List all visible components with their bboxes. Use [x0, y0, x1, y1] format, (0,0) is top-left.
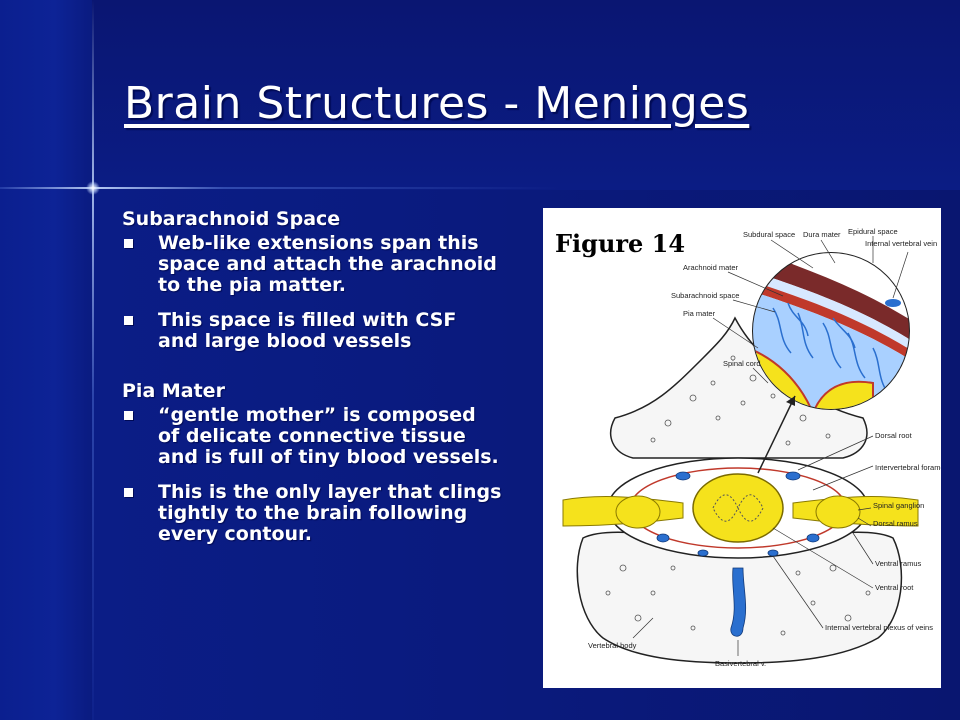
bullet-text: “gentle mother” is composed of delicate … [158, 404, 499, 468]
label-dura-mater: Dura mater [803, 230, 841, 239]
vertebral-veins [656, 471, 820, 637]
slide-body: Subarachnoid Space Web-like extensions s… [122, 208, 502, 559]
label-spinal-cord: Spinal cord [723, 359, 761, 368]
section-heading-subarachnoid: Subarachnoid Space [122, 208, 341, 230]
bullet-item: “gentle mother” is composed of delicate … [122, 405, 502, 468]
left-ganglion [615, 495, 661, 529]
square-bullet-icon [124, 316, 133, 325]
sparkle-icon [86, 181, 100, 195]
vertical-glow-line [92, 0, 94, 720]
bullet-list-pia-mater: “gentle mother” is composed of delicate … [122, 405, 502, 545]
bullet-list-subarachnoid: Web-like extensions span this space and … [122, 233, 502, 352]
square-bullet-icon [124, 239, 133, 248]
bullet-item: This is the only layer that clings tight… [122, 482, 502, 545]
top-accent-band [92, 0, 960, 190]
left-accent-band [0, 0, 92, 720]
label-arachnoid-mater: Arachnoid mater [683, 263, 739, 272]
spine-illustration: Figure 14 [555, 227, 949, 668]
square-bullet-icon [124, 411, 133, 420]
label-subarachnoid-space: Subarachnoid space [671, 291, 739, 300]
label-vertebral-body: Vertebral body [588, 641, 637, 650]
figure-caption: Figure 14 [555, 229, 685, 258]
grey-matter [712, 494, 764, 522]
bullet-item: This space is filled with CSF and large … [122, 310, 502, 352]
label-internal-vertebral-plexus: Internal vertebral plexus of veins [825, 623, 933, 632]
arrowhead-icon [786, 396, 795, 406]
section-heading-pia-mater: Pia Mater [122, 380, 225, 402]
label-basivertebral-v: Basivertebral v. [715, 659, 766, 668]
magnify-arrow [757, 395, 796, 474]
label-intervertebral-foramen: Intervertebral foramen [875, 463, 941, 472]
leader-lines [632, 236, 909, 656]
label-internal-vertebral-vein: Internal vertebral vein [865, 239, 937, 248]
bullet-text: This is the only layer that clings tight… [158, 481, 502, 545]
slide-title: Brain Structures - Meninges [124, 78, 750, 129]
label-pia-mater: Pia mater [683, 309, 716, 318]
bullet-text: Web-like extensions span this space and … [158, 232, 497, 296]
label-dorsal-root: Dorsal root [875, 431, 913, 440]
square-bullet-icon [124, 488, 133, 497]
label-subdural-space: Subdural space [743, 230, 795, 239]
anatomy-figure: Figure 14 [543, 208, 949, 688]
label-spinal-ganglion: Spinal ganglion [873, 501, 924, 510]
figure-labels: Subdural space Dura mater Epidural space… [588, 227, 949, 668]
bullet-text: This space is filled with CSF and large … [158, 309, 457, 352]
right-ganglion [815, 495, 861, 529]
bone-texture [650, 355, 831, 446]
dura-layer-band [753, 253, 909, 348]
label-epidural-space: Epidural space [848, 227, 898, 236]
label-ventral-root: Ventral root [875, 583, 914, 592]
body-texture [605, 564, 871, 636]
label-ventral-ramus: Ventral ramus [875, 559, 922, 568]
label-dorsal-ramus: Dorsal ramus [873, 519, 918, 528]
horizontal-glow-line [0, 187, 560, 189]
bullet-item: Web-like extensions span this space and … [122, 233, 502, 296]
